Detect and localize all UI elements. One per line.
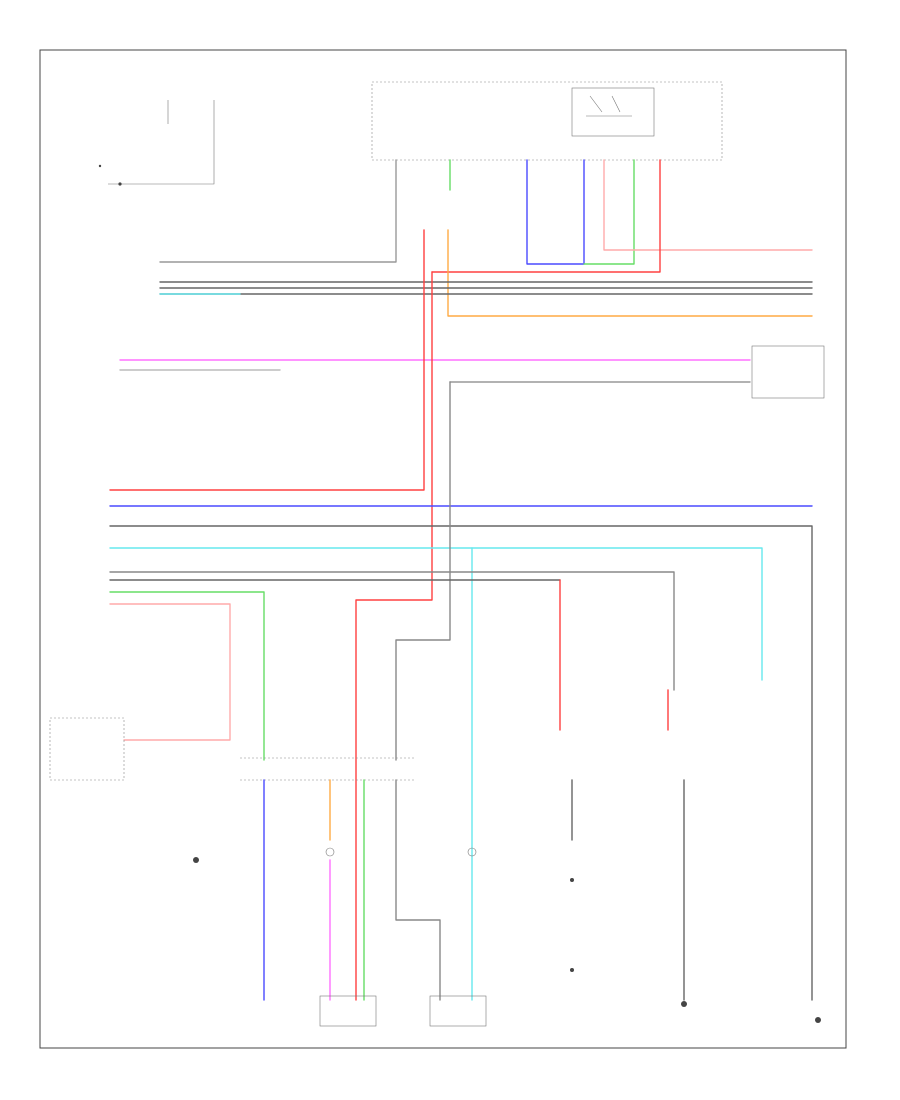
wire-grey-lower: [395, 779, 441, 1001]
wire-lightpink: [603, 159, 813, 251]
switch-module-left: [49, 717, 125, 781]
relay-switch: [586, 95, 632, 117]
ground-symbol: [193, 857, 199, 863]
wire-red: [431, 159, 661, 273]
wire-orange: [447, 229, 813, 317]
wire-lightpink-lower: [109, 603, 231, 741]
wire-grey-8: [109, 571, 675, 691]
relay-box: [571, 87, 655, 137]
wire-red-vertical-2: [109, 229, 425, 491]
connector-row: [240, 757, 414, 781]
component-box-1: [319, 995, 377, 1027]
component-box-2: [429, 995, 487, 1027]
module-box-right: [751, 345, 825, 399]
ground-symbol: [681, 1001, 687, 1007]
fuse-block-outline: [371, 81, 723, 161]
lamp-symbol: [325, 847, 335, 857]
lamp-symbol: [467, 847, 477, 857]
wire-green: [583, 159, 635, 265]
wire-grey-4: [159, 159, 397, 263]
splice-point: [98, 164, 102, 168]
diagram-frame: [39, 49, 847, 1049]
wire-grey-7: [109, 525, 813, 1001]
wire-green-lower: [109, 591, 265, 761]
ground-symbol: [570, 968, 574, 972]
wire-grey-9: [395, 381, 451, 761]
wire-blue: [526, 159, 585, 265]
ground-symbol: [570, 878, 574, 882]
wire-red-vertical-1: [355, 271, 433, 1001]
ground-symbol: [815, 1017, 821, 1023]
splice-point: [118, 182, 122, 186]
wire-cyan-horizontal: [109, 547, 763, 681]
connector-left-top: [108, 100, 215, 185]
